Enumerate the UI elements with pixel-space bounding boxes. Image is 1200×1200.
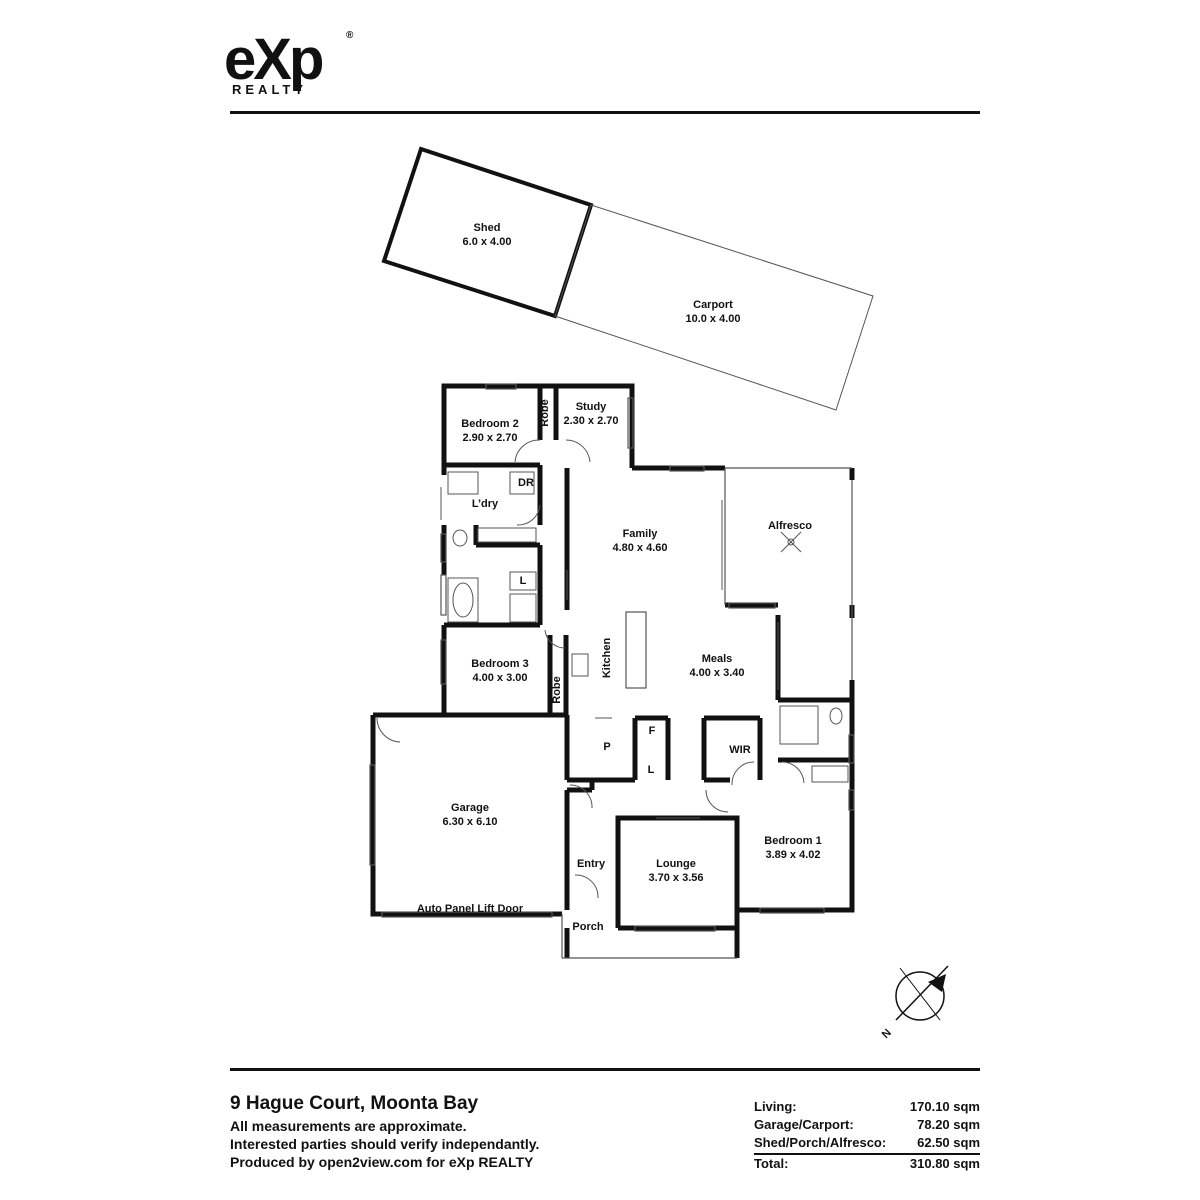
secondary-lines [369,383,855,959]
label-family-dims: 4.80 x 4.60 [612,542,667,554]
label-alfresco: Alfresco [768,520,812,532]
area-row-shed-porch-alfresco: Shed/Porch/Alfresco: 62.50 sqm [754,1134,980,1152]
footer-rule [230,1068,980,1071]
label-bedroom3: Bedroom 3 [471,658,528,670]
label-robe-b3: Robe [551,676,563,704]
footer-note-1: All measurements are approximate. [230,1118,467,1134]
area-label: Total: [754,1156,789,1171]
logo-registered-mark: ® [346,30,354,41]
door-swings [376,439,805,899]
label-study: Study [576,401,607,413]
label-linen-2: L [648,764,655,776]
logo-main-text: eXp [224,27,324,92]
label-carport: Carport [693,299,733,311]
carport-outline [554,204,874,411]
label-kitchen: Kitchen [601,638,613,679]
compass-icon [895,965,949,1021]
house-walls [370,383,855,958]
label-lounge-dims: 3.70 x 3.56 [648,872,703,884]
label-study-dims: 2.30 x 2.70 [563,415,618,427]
area-label: Garage/Carport: [754,1117,854,1132]
area-row-living: Living: 170.10 sqm [754,1098,980,1116]
label-entry: Entry [577,858,606,870]
label-garage-door: Auto Panel Lift Door [417,903,524,915]
label-garage-dims: 6.30 x 6.10 [442,816,497,828]
fixtures [447,471,849,783]
arrows [440,487,779,819]
label-bedroom2-dims: 2.90 x 2.70 [462,432,517,444]
footer-note-3: Produced by open2view.com for eXp REALTY [230,1154,534,1170]
ceiling-fan-icon [780,531,802,553]
area-value: 170.10 sqm [909,1099,980,1114]
compass-north-label: N [880,1027,894,1041]
area-value: 78.20 sqm [917,1117,980,1132]
footer-info: 9 Hague Court, Moonta Bay All measuremen… [230,1093,980,1171]
label-shed-dims: 6.0 x 4.00 [463,236,512,248]
area-value: 310.80 sqm [909,1156,980,1171]
area-summary: Living: 170.10 sqm Garage/Carport: 78.20… [754,1098,980,1173]
label-lounge: Lounge [656,858,696,870]
label-meals: Meals [702,653,733,665]
area-label: Living: [754,1099,797,1114]
header-rule [230,111,980,114]
label-meals-dims: 4.00 x 3.40 [689,667,744,679]
property-address: 9 Hague Court, Moonta Bay [230,1093,479,1114]
label-fridge: F [649,725,656,737]
label-bedroom3-dims: 4.00 x 3.00 [472,672,527,684]
label-garage: Garage [451,802,489,814]
label-dr: DR [518,477,534,489]
logo-sub-text: REALTY [232,82,308,97]
label-porch: Porch [572,921,603,933]
area-label: Shed/Porch/Alfresco: [754,1135,887,1150]
label-bedroom2: Bedroom 2 [461,418,518,430]
area-value: 62.50 sqm [917,1135,980,1150]
label-carport-dims: 10.0 x 4.00 [685,313,740,325]
label-robe-top: Robe [539,399,551,427]
label-family: Family [623,528,659,540]
footer-note-2: Interested parties should verify indepen… [230,1136,540,1152]
label-laundry: L’dry [472,498,499,510]
exp-realty-logo: eXp ® REALTY [222,27,362,104]
label-linen-1: L [520,575,527,587]
label-wir: WIR [729,744,750,756]
area-row-total: Total: 310.80 sqm [754,1153,980,1173]
label-bedroom1: Bedroom 1 [764,835,821,847]
label-shed: Shed [474,222,501,234]
area-row-garage-carport: Garage/Carport: 78.20 sqm [754,1116,980,1134]
label-bedroom1-dims: 3.89 x 4.02 [765,849,820,861]
label-pantry: P [603,741,610,753]
